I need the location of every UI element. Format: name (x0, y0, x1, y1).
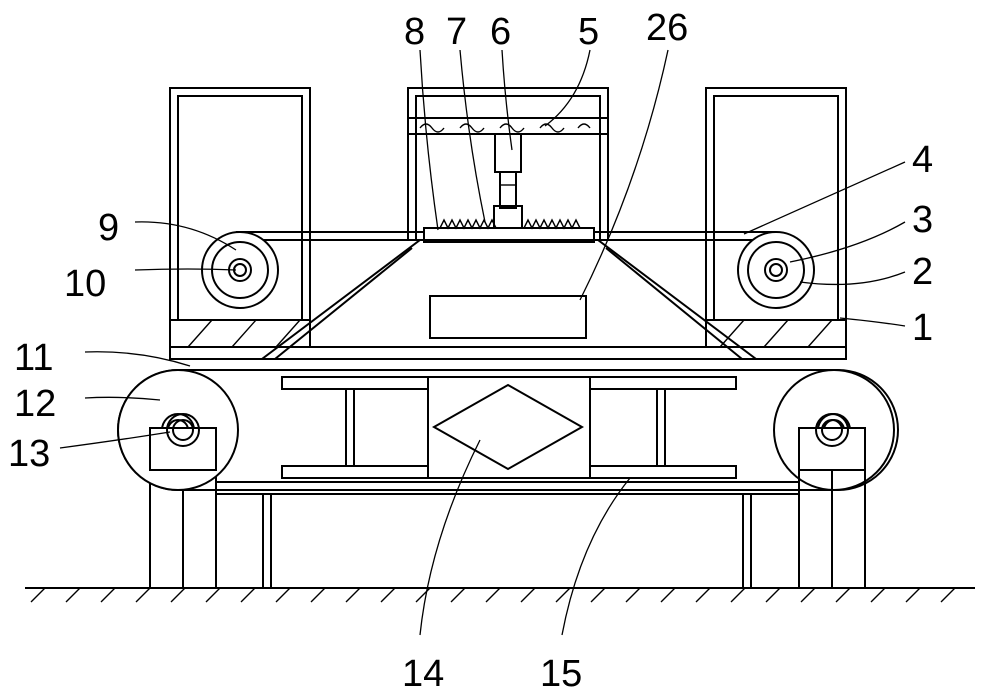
base-frame (215, 481, 800, 589)
label-11: 11 (14, 337, 53, 379)
left-reel (201, 231, 279, 309)
label-3: 3 (912, 199, 933, 241)
label-14: 14 (402, 653, 444, 695)
label-6: 6 (490, 11, 511, 53)
label-8: 8 (404, 11, 425, 53)
ground (25, 587, 975, 603)
right-reel (737, 231, 815, 309)
label-4: 4 (912, 139, 933, 181)
center-box (427, 376, 591, 479)
leader-lines (59, 49, 906, 636)
label-9: 9 (98, 207, 119, 249)
cylinder-assembly (493, 133, 523, 229)
right-cabinet (705, 87, 847, 321)
label-10: 10 (64, 263, 106, 305)
label-12: 12 (14, 383, 56, 425)
label-5: 5 (578, 11, 599, 53)
trapezoid-housing (259, 239, 759, 360)
cables (236, 231, 776, 241)
label-15: 15 (540, 653, 582, 695)
labels: 1 2 3 4 5 6 7 8 26 9 10 11 12 13 14 15 (8, 7, 933, 695)
label-26: 26 (646, 7, 688, 49)
label-2: 2 (912, 251, 933, 293)
label-7: 7 (446, 11, 467, 53)
top-frame (407, 87, 609, 241)
label-13: 13 (8, 433, 50, 475)
label-1: 1 (912, 307, 933, 349)
left-cabinet (169, 87, 311, 321)
rack-plate (423, 218, 595, 243)
